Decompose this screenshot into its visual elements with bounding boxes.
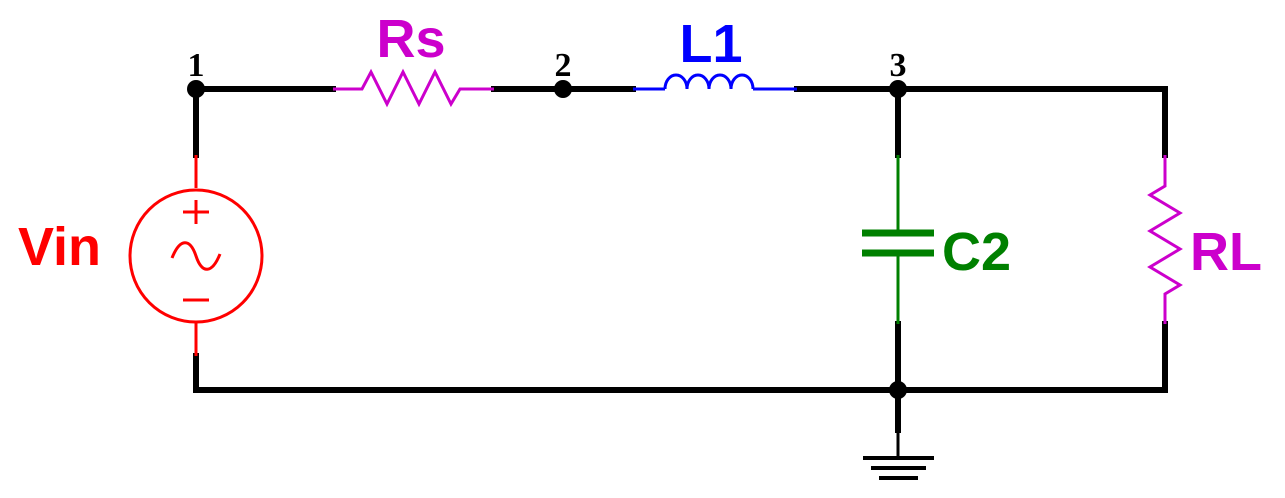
label-rs: Rs xyxy=(376,9,445,69)
inductor-l1 xyxy=(633,73,797,91)
voltage-source-vin xyxy=(128,155,264,356)
ac-wave-icon xyxy=(170,241,222,271)
resistor-rs xyxy=(333,68,494,108)
junction-node-1 xyxy=(187,80,205,98)
junction-ground-node xyxy=(889,381,907,399)
junctions xyxy=(187,80,907,399)
label-l1: L1 xyxy=(679,14,742,74)
node-label-1: 1 xyxy=(188,47,205,84)
label-vin: Vin xyxy=(18,217,101,277)
resistor-rl xyxy=(1147,155,1183,324)
node-label-2: 2 xyxy=(555,47,572,84)
wires xyxy=(193,86,1168,433)
junction-node-3 xyxy=(889,80,907,98)
label-rl: RL xyxy=(1190,222,1262,282)
label-c2: C2 xyxy=(942,222,1011,282)
node-label-3: 3 xyxy=(890,47,907,84)
ground-icon xyxy=(863,430,934,480)
junction-node-2 xyxy=(554,80,572,98)
capacitor-c2 xyxy=(862,155,934,324)
